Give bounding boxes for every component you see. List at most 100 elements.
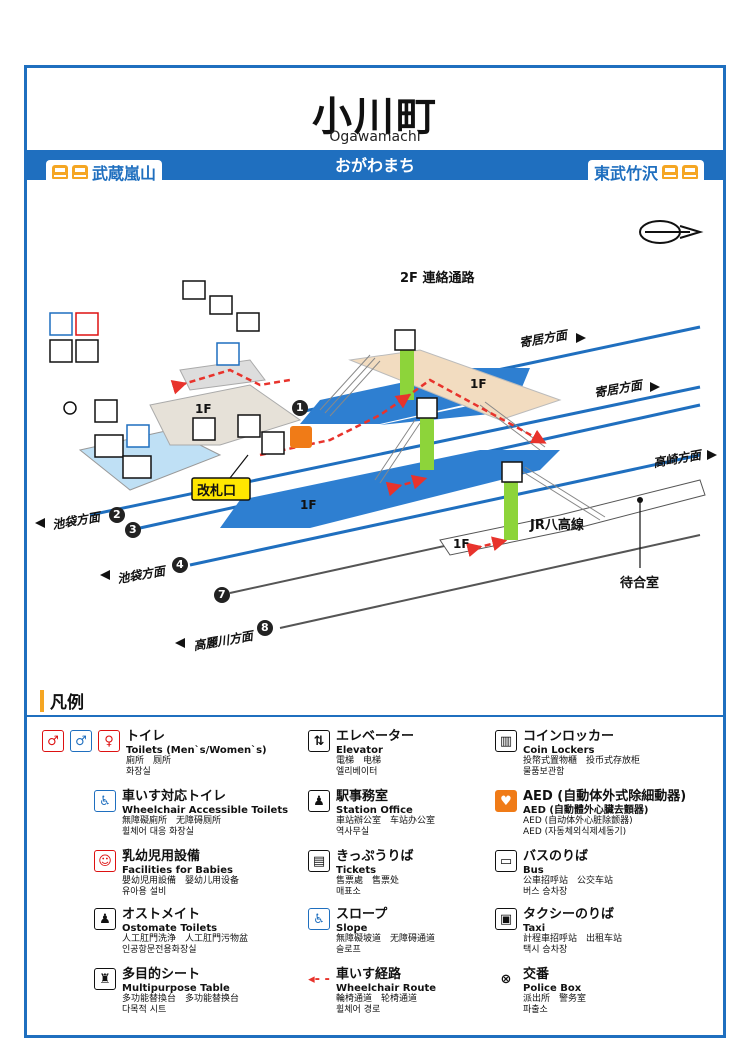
legend-label-kr: 슬로프 (336, 944, 361, 955)
legend-label-jp: コインロッカー (523, 729, 615, 744)
legend-label-kr: 휠체어 경로 (336, 1004, 381, 1015)
compass-icon (639, 220, 704, 244)
legend-label-en: Tickets (336, 864, 377, 876)
platform-badges (109, 400, 308, 636)
legend-label-cn: 車站辦公室 车站办公室 (336, 816, 436, 827)
station-map (35, 220, 717, 648)
legend-label-en: Toilets (Men`s/Women`s) (126, 744, 267, 756)
legend-label-jp: オストメイト (122, 907, 201, 922)
legend-label-jp: 駅事務室 (336, 789, 389, 804)
legend-label-kr: 다목적 시트 (122, 1004, 167, 1015)
legend-label-cn: 人工肛門洗浄 人工肛門污物盆 (122, 934, 249, 945)
map-icons (49, 280, 523, 483)
train-icon (72, 165, 88, 179)
legend-label-en: Slope (336, 922, 368, 934)
legend-label-en: Bus (523, 864, 544, 876)
legend-label-en: Wheelchair Accessible Toilets (122, 804, 289, 816)
legend-label-en: Facilities for Babies (122, 864, 233, 876)
train-icon (662, 165, 678, 179)
wheelchair-route-icon: ◂- - (308, 968, 330, 990)
ticket-gate-label: 改札口 (197, 484, 237, 499)
legend-label-cn: AED (自动体外心脏除颤器) (523, 816, 633, 827)
legend-label-cn: 計程車招呼站 出租车站 (523, 934, 623, 945)
legend-heading-label: 凡例 (50, 693, 84, 713)
platform-number: 1 (296, 401, 304, 414)
legend-label-kr: 엘리베이터 (336, 766, 378, 777)
legend-label-jp: タクシーのりば (523, 907, 615, 922)
legend-label-jp: スロープ (336, 907, 388, 922)
legend-label-kr: 휠체어 대응 화장실 (122, 826, 194, 837)
direction-arrows (35, 333, 717, 648)
legend-label-cn: 輪椅通道 轮椅通道 (336, 994, 418, 1005)
legend-label-cn: 多功能替換台 多功能替换台 (122, 994, 240, 1005)
elevator-shafts (400, 350, 518, 540)
bus-icon: ▭ (495, 850, 517, 872)
toilet-icon: ♂ (42, 730, 64, 752)
legend-label-en: AED (自動體外心臟去顫器) (523, 804, 649, 816)
waiting-room-label: 待合室 (620, 576, 660, 591)
waiting-room-pin (637, 497, 643, 568)
jr-line-label: JR八高線 (530, 518, 584, 533)
legend-label-en: Station Office (336, 804, 413, 816)
tickets-icon: ▤ (308, 850, 330, 872)
toilet-icon: ♂ (70, 730, 92, 752)
legend-label-cn: 公車招呼站 公交车站 (523, 876, 614, 887)
legend-label-jp: トイレ (126, 729, 166, 744)
legend-label-jp: 多目的シート (122, 967, 201, 982)
legend-label-cn: 投幣式置物櫃 投币式存放柜 (523, 756, 641, 767)
next-station: 東武竹沢 (587, 160, 704, 184)
station-office-icon: ♟ (308, 790, 330, 812)
legend-label-kr: 택시 승차장 (523, 944, 568, 955)
legend-label-kr: 물품보관함 (523, 766, 565, 777)
legend-label-cn: 廁所 厕所 (126, 756, 172, 767)
legend-label-jp: 車いす対応トイレ (122, 789, 227, 804)
platform-number: 4 (176, 558, 184, 571)
legend-label-kr: 버스 승차장 (523, 886, 568, 897)
legend-label-kr: 화장실 (126, 766, 151, 777)
map-frame (24, 65, 726, 1038)
legend-label-jp: AED (自動体外式除細動器) (523, 789, 687, 804)
platform-number: 2 (113, 508, 121, 521)
wheelchair-toilet-icon: ♿ (94, 790, 116, 812)
legend-label-cn: 售票處 售票处 (336, 876, 400, 887)
legend-label-jp: 交番 (523, 967, 550, 982)
legend-label-cn: 派出所 警务室 (523, 994, 587, 1005)
station-name-jp: 小川町 (312, 94, 438, 140)
legend-label-kr: 역사무실 (336, 826, 370, 837)
legend-heading: 凡例 (40, 688, 84, 713)
elevator-icon: ⇅ (308, 730, 330, 752)
legend-label-jp: エレベーター (336, 729, 415, 744)
train-icon (52, 165, 68, 179)
aed-icon: ♥ (495, 790, 517, 812)
platform-number: 8 (261, 621, 269, 634)
legend-label-kr: AED (자동체외식제세동기) (523, 826, 627, 837)
legend-item-aed: ♥ AED (自動体外式除細動器)AED (自動體外心臟去顫器)AED (自动体… (495, 789, 687, 837)
legend-label-kr: 파출소 (523, 1004, 548, 1015)
legend-label-jp: きっぷうりば (336, 849, 414, 864)
slope-icon: ♿ (308, 908, 330, 930)
legend-label-en: Elevator (336, 744, 383, 756)
legend-label-cn: 嬰幼児用設備 婴幼儿用设备 (122, 876, 240, 887)
legend-label-kr: 매표소 (336, 886, 361, 897)
gate-marker (191, 454, 251, 501)
legend-label-en: Ostomate Toilets (122, 922, 218, 934)
baby-icon: ☺ (94, 850, 116, 872)
platform-number: 3 (129, 523, 137, 536)
connection-label: 2F 連絡通路 (400, 271, 475, 286)
next-station-label: 東武竹沢 (593, 164, 658, 183)
legend-label-cn: 無障礙坡道 无障碍通道 (336, 934, 436, 945)
legend-label-jp: 車いす経路 (336, 967, 402, 982)
station-name-romaji: Ogawamachi (329, 129, 421, 145)
legend-rule (27, 715, 723, 717)
